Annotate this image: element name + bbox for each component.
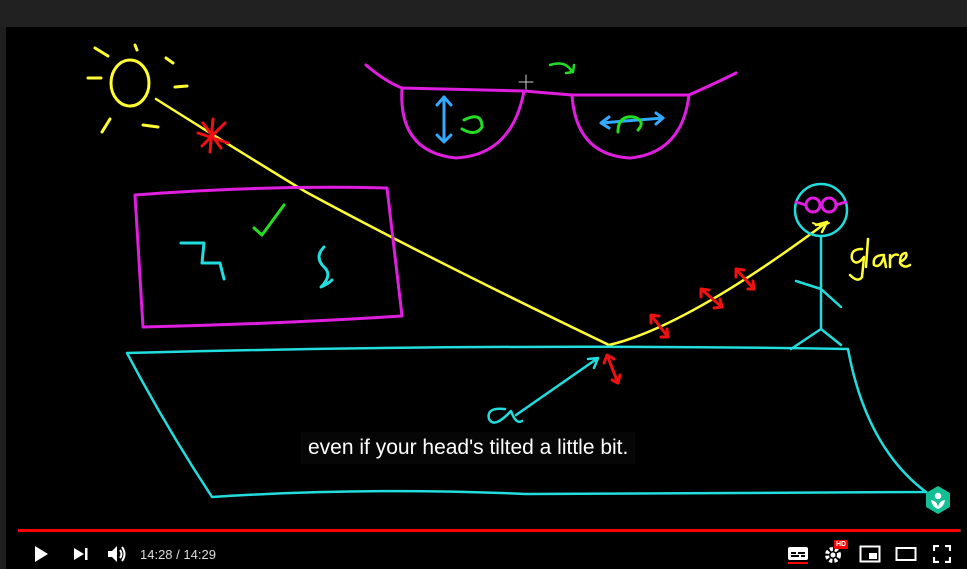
khan-academy-logo-icon [926, 486, 950, 514]
miniplayer-icon [859, 545, 881, 563]
theater-icon [895, 547, 917, 561]
ray-arrowhead [814, 220, 829, 234]
polarization-star [196, 117, 230, 154]
next-icon [74, 548, 88, 560]
settings-icon [825, 547, 841, 563]
stick-figure [789, 182, 849, 351]
volume-button[interactable] [105, 541, 131, 567]
browser-top-bar [0, 0, 967, 27]
fullscreen-icon [933, 545, 951, 563]
video-player[interactable]: even if your head's tilted a little bit.… [6, 27, 967, 569]
current-time: 14:28 [140, 547, 173, 562]
sunglasses-drawing [364, 63, 738, 160]
figure-mouth [812, 222, 830, 226]
settings-button[interactable]: HD [821, 540, 849, 567]
figure-sunglasses [794, 196, 848, 214]
reflected-polarization-arrows [602, 267, 756, 385]
time-display: 14:28 / 14:29 [140, 547, 216, 562]
play-icon [35, 546, 48, 562]
sun-drawing [86, 43, 189, 134]
play-button[interactable] [28, 541, 54, 567]
duration: 14:29 [183, 547, 216, 562]
volume-icon [108, 546, 126, 562]
next-button[interactable] [68, 541, 94, 567]
fullscreen-button[interactable] [929, 541, 955, 567]
squiggle-left [179, 241, 226, 281]
squiggle-right [317, 245, 334, 289]
time-separator: / [176, 547, 180, 562]
incidence-angle-arrow [487, 356, 600, 424]
reflective-surface [125, 345, 928, 499]
subtitles-button[interactable] [785, 541, 811, 567]
progress-bar-fill [18, 529, 961, 532]
left-lens-arrows [435, 95, 484, 144]
theater-mode-button[interactable] [893, 541, 919, 567]
checkmark [252, 203, 286, 237]
window-drawing [133, 185, 404, 329]
rotation-arrow [548, 62, 576, 75]
progress-bar[interactable] [18, 529, 961, 532]
glare-handwriting [848, 237, 912, 281]
right-lens-arrows [599, 111, 665, 134]
hd-badge: HD [834, 540, 849, 549]
subtitles-icon [788, 547, 808, 564]
video-frame-drawing [86, 43, 928, 499]
player-controls: 14:28 / 14:29 HD [6, 537, 967, 569]
miniplayer-button[interactable] [857, 541, 883, 567]
subtitle-caption: even if your head's tilted a little bit. [301, 432, 636, 464]
light-ray [154, 97, 829, 347]
cursor-crosshair [518, 74, 534, 90]
